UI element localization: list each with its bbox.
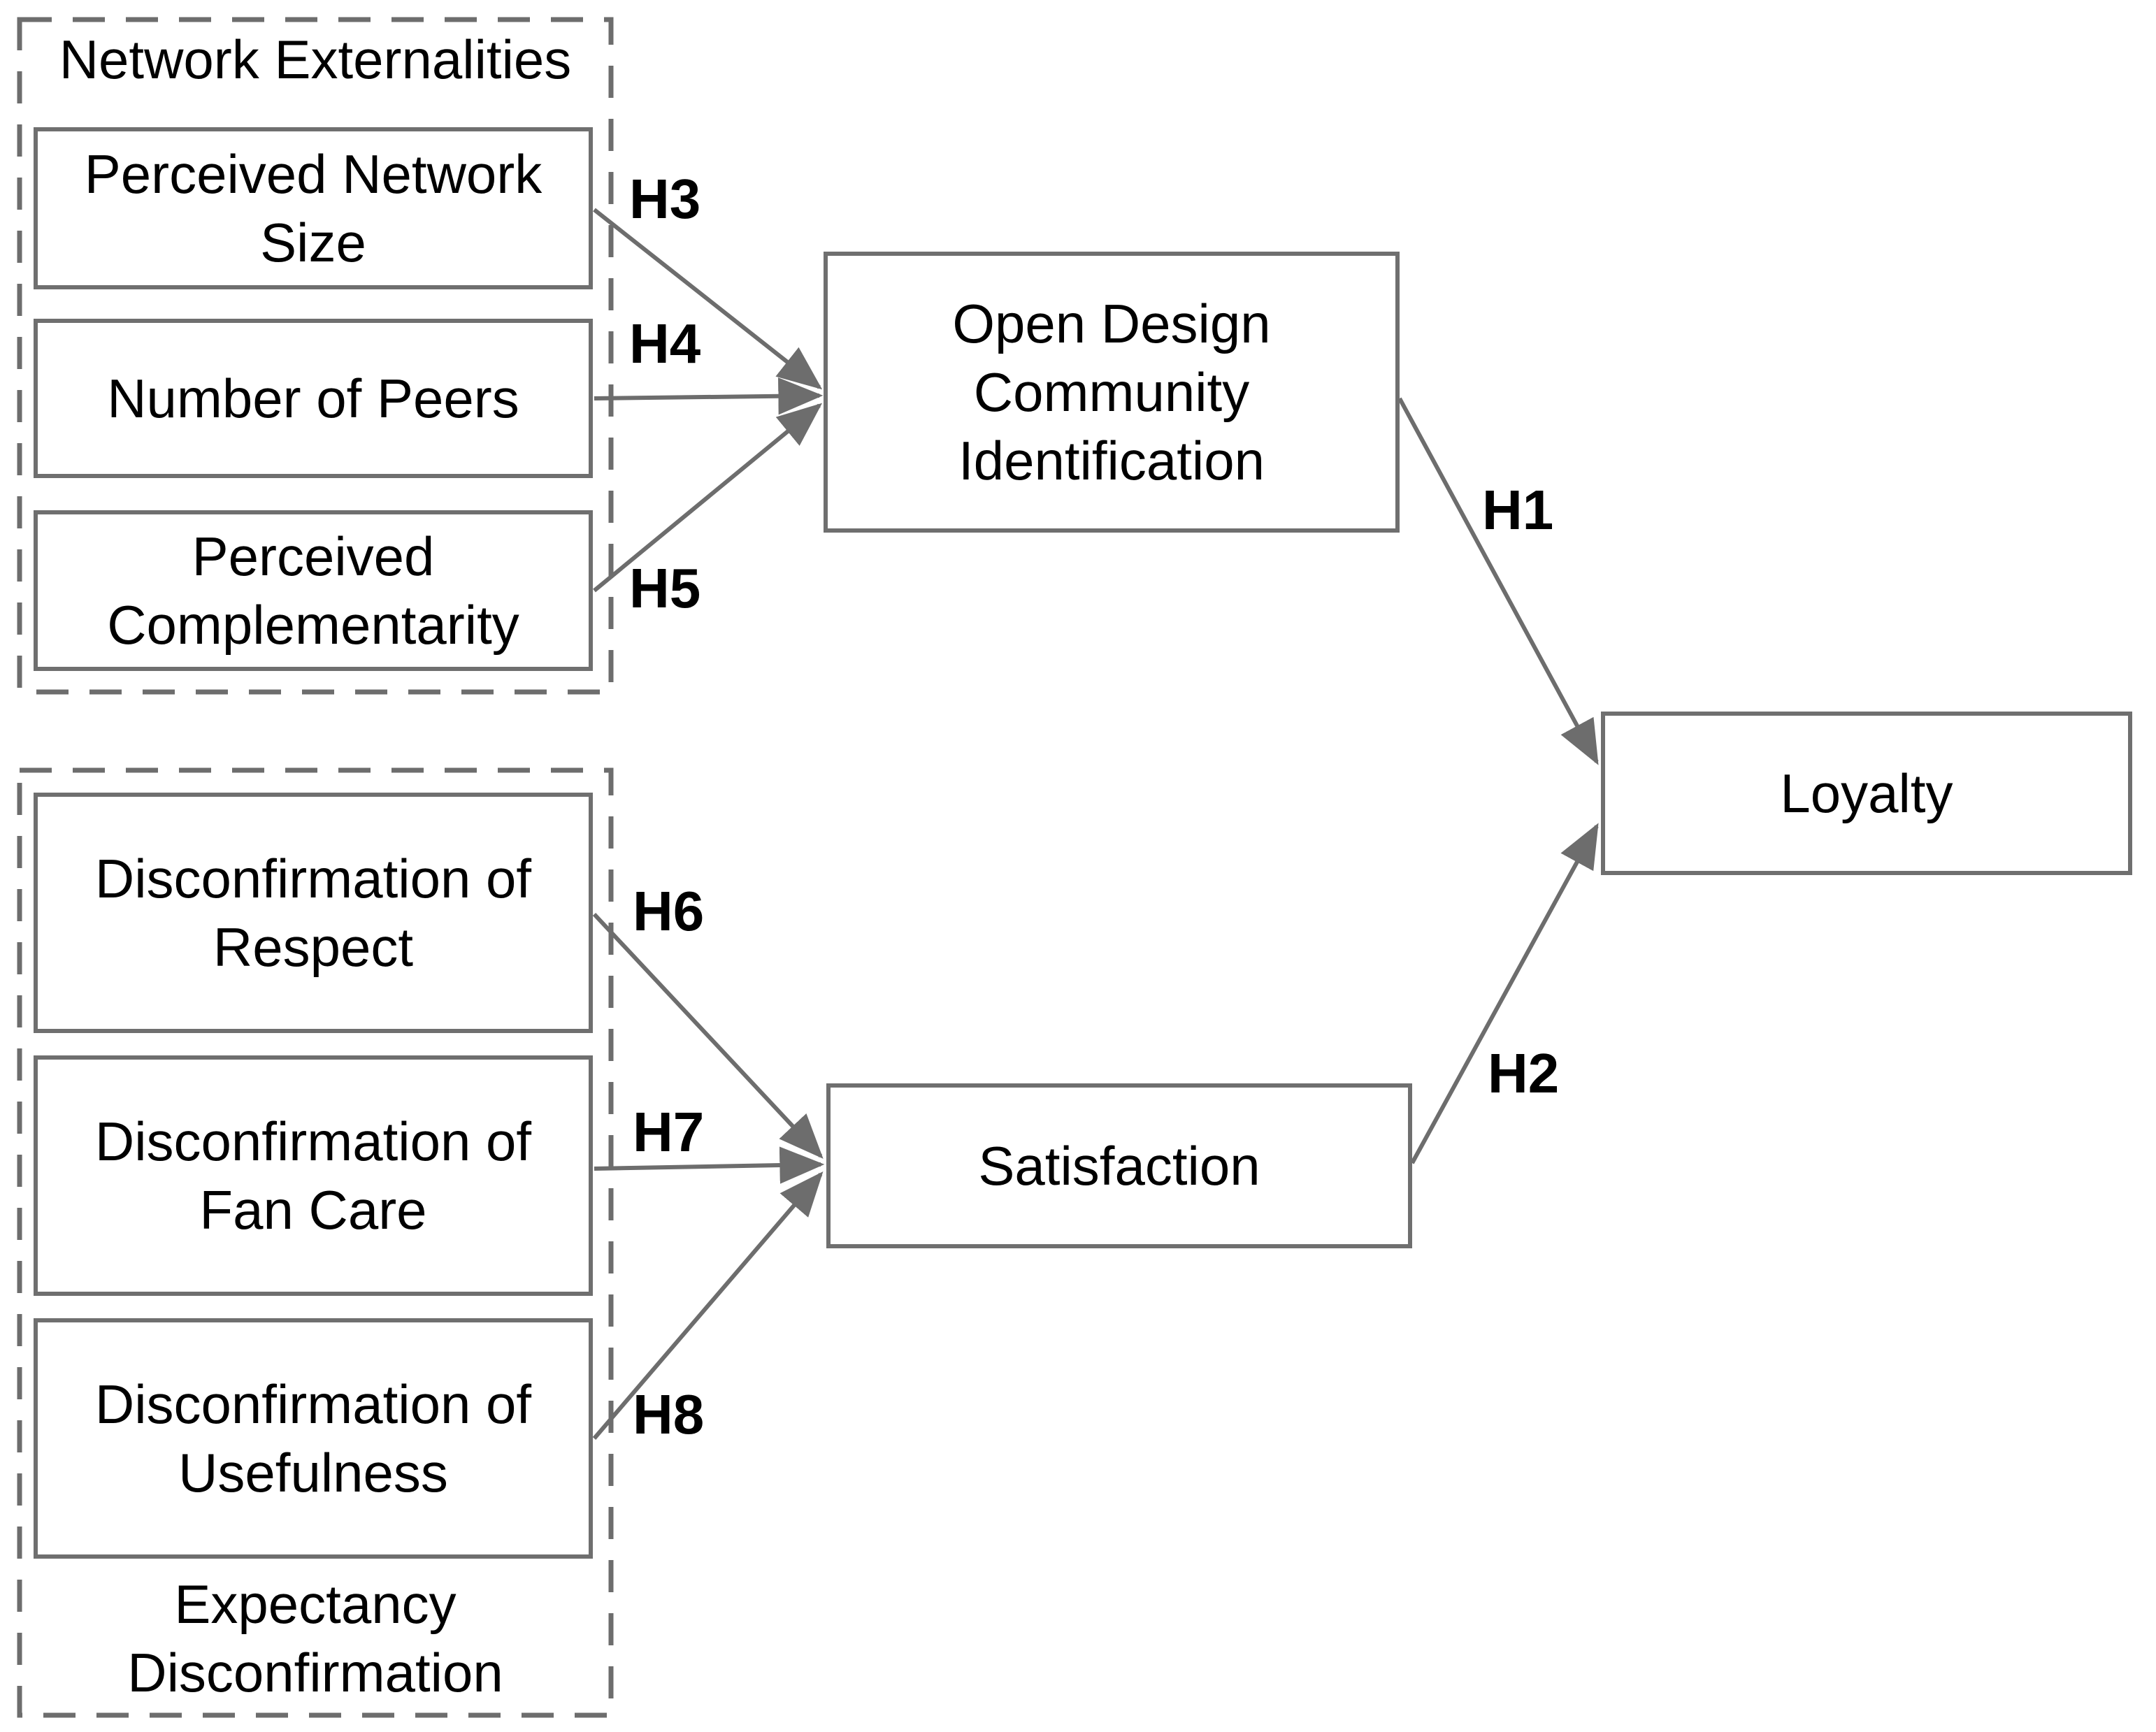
arrow-h1 — [1397, 397, 1599, 765]
node-label: Open Design Community Identification — [952, 292, 1271, 492]
hypothesis-label-h8: H8 — [633, 1383, 705, 1445]
node-label: Number of Peers — [107, 367, 519, 429]
hypothesis-label-h3: H3 — [629, 168, 701, 230]
node-label: Perceived Complementarity — [107, 525, 519, 656]
node-open-design-community-identification: Open Design Community Identification — [824, 252, 1400, 533]
node-disconfirmation-of-fan-care: Disconfirmation of Fan Care — [34, 1055, 593, 1296]
hypothesis-label-h2: H2 — [1488, 1042, 1560, 1104]
group-label-expectancy-disconfirmation: Expectancy Disconfirmation — [127, 1573, 503, 1704]
node-label: Disconfirmation of Usefulness — [94, 1373, 532, 1503]
hypothesis-label-h7: H7 — [633, 1101, 705, 1163]
hypothesis-label-h6: H6 — [633, 880, 705, 942]
arrow-h3 — [593, 208, 823, 390]
node-label: Disconfirmation of Respect — [94, 847, 532, 978]
node-label: Satisfaction — [978, 1134, 1260, 1197]
node-perceived-network-size: Perceived Network Size — [34, 127, 593, 289]
hypothesis-label-h1: H1 — [1482, 479, 1554, 541]
node-satisfaction: Satisfaction — [826, 1083, 1412, 1248]
node-loyalty: Loyalty — [1601, 712, 2132, 875]
arrow-h8 — [592, 1171, 824, 1440]
node-label: Perceived Network Size — [84, 143, 542, 273]
node-label: Disconfirmation of Fan Care — [94, 1110, 532, 1241]
hypothesis-label-h5: H5 — [629, 557, 701, 619]
arrow-h2 — [1410, 823, 1599, 1164]
arrow-h5 — [593, 403, 823, 593]
arrow-h7 — [594, 1146, 825, 1184]
node-disconfirmation-of-usefulness: Disconfirmation of Usefulness — [34, 1318, 593, 1559]
arrow-h6 — [592, 912, 824, 1159]
node-perceived-complementarity: Perceived Complementarity — [34, 510, 593, 671]
group-label-network-externalities: Network Externalities — [59, 29, 572, 90]
node-disconfirmation-of-respect: Disconfirmation of Respect — [34, 793, 593, 1033]
hypothesis-label-h4: H4 — [629, 312, 701, 375]
node-label: Loyalty — [1780, 762, 1953, 824]
node-number-of-peers: Number of Peers — [34, 319, 593, 478]
arrow-h4 — [594, 377, 824, 415]
